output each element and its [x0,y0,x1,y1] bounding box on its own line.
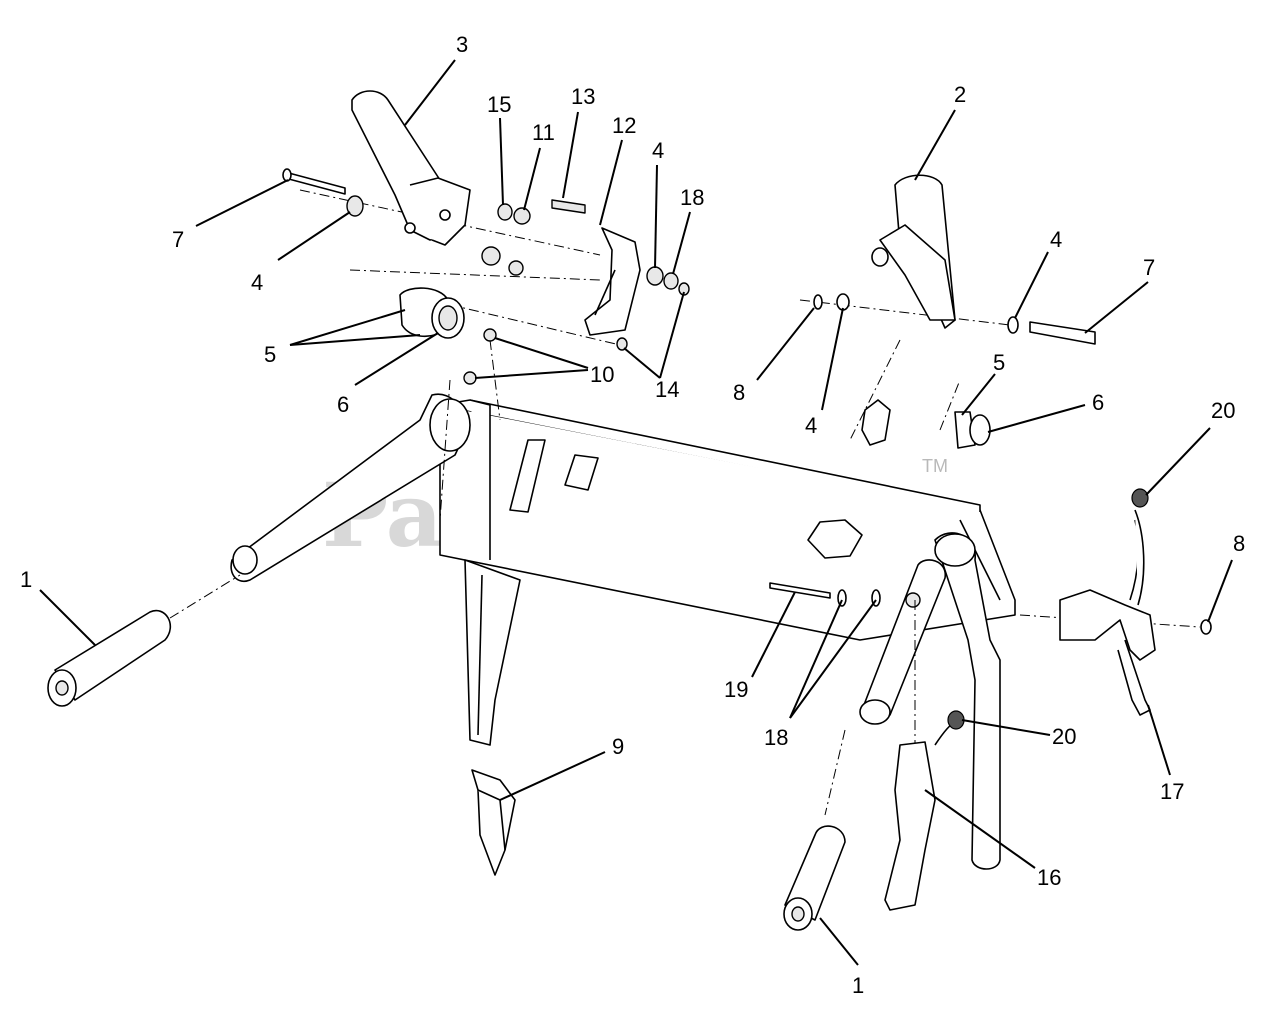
watermark-trademark: TM [922,456,948,476]
callout-7-left: 7 [172,227,184,252]
bracket-9 [471,769,516,876]
callout-4-mid: 4 [805,413,817,438]
callout-11: 11 [532,120,555,145]
callout-10: 10 [590,362,614,387]
left-grip [47,609,172,707]
callout-14: 14 [655,377,679,402]
callout-7-right: 7 [1143,255,1155,280]
callout-13: 13 [571,84,595,109]
left-hardware [282,168,690,385]
callout-18-top: 18 [680,185,704,210]
right-grip [783,825,846,931]
callout-9: 9 [612,734,624,759]
callout-4-right: 4 [1050,227,1062,252]
callout-8-right: 8 [1233,531,1245,556]
callout-1-right: 1 [852,973,864,998]
callout-6-right: 6 [1092,390,1104,415]
callout-8-left: 8 [733,380,745,405]
callout-17: 17 [1160,779,1184,804]
left-control-lever [351,90,471,246]
callout-15: 15 [487,92,511,117]
callout-1-left: 1 [20,567,32,592]
callout-4-top: 4 [652,138,664,163]
callout-4-left: 4 [251,270,263,295]
left-bracket [551,199,641,336]
callout-20-bottom: 20 [1052,724,1076,749]
callout-20-top: 20 [1211,398,1235,423]
callout-5-right: 5 [993,350,1005,375]
callout-5-left: 5 [264,342,276,367]
assembly-lines [169,189,1201,816]
right-hardware [813,293,1212,911]
callout-6-left: 6 [337,392,349,417]
callout-12: 12 [612,113,636,138]
callout-16: 16 [1037,865,1061,890]
handle-frame [230,393,1016,870]
callout-labels: 3 15 11 13 12 4 18 7 4 5 6 10 14 2 4 7 8… [20,32,1245,998]
callout-3: 3 [456,32,468,57]
leader-lines [39,59,1233,966]
callout-2: 2 [954,82,966,107]
callout-18-bottom: 18 [764,725,788,750]
right-control-lever [861,174,956,446]
callout-19: 19 [724,677,748,702]
